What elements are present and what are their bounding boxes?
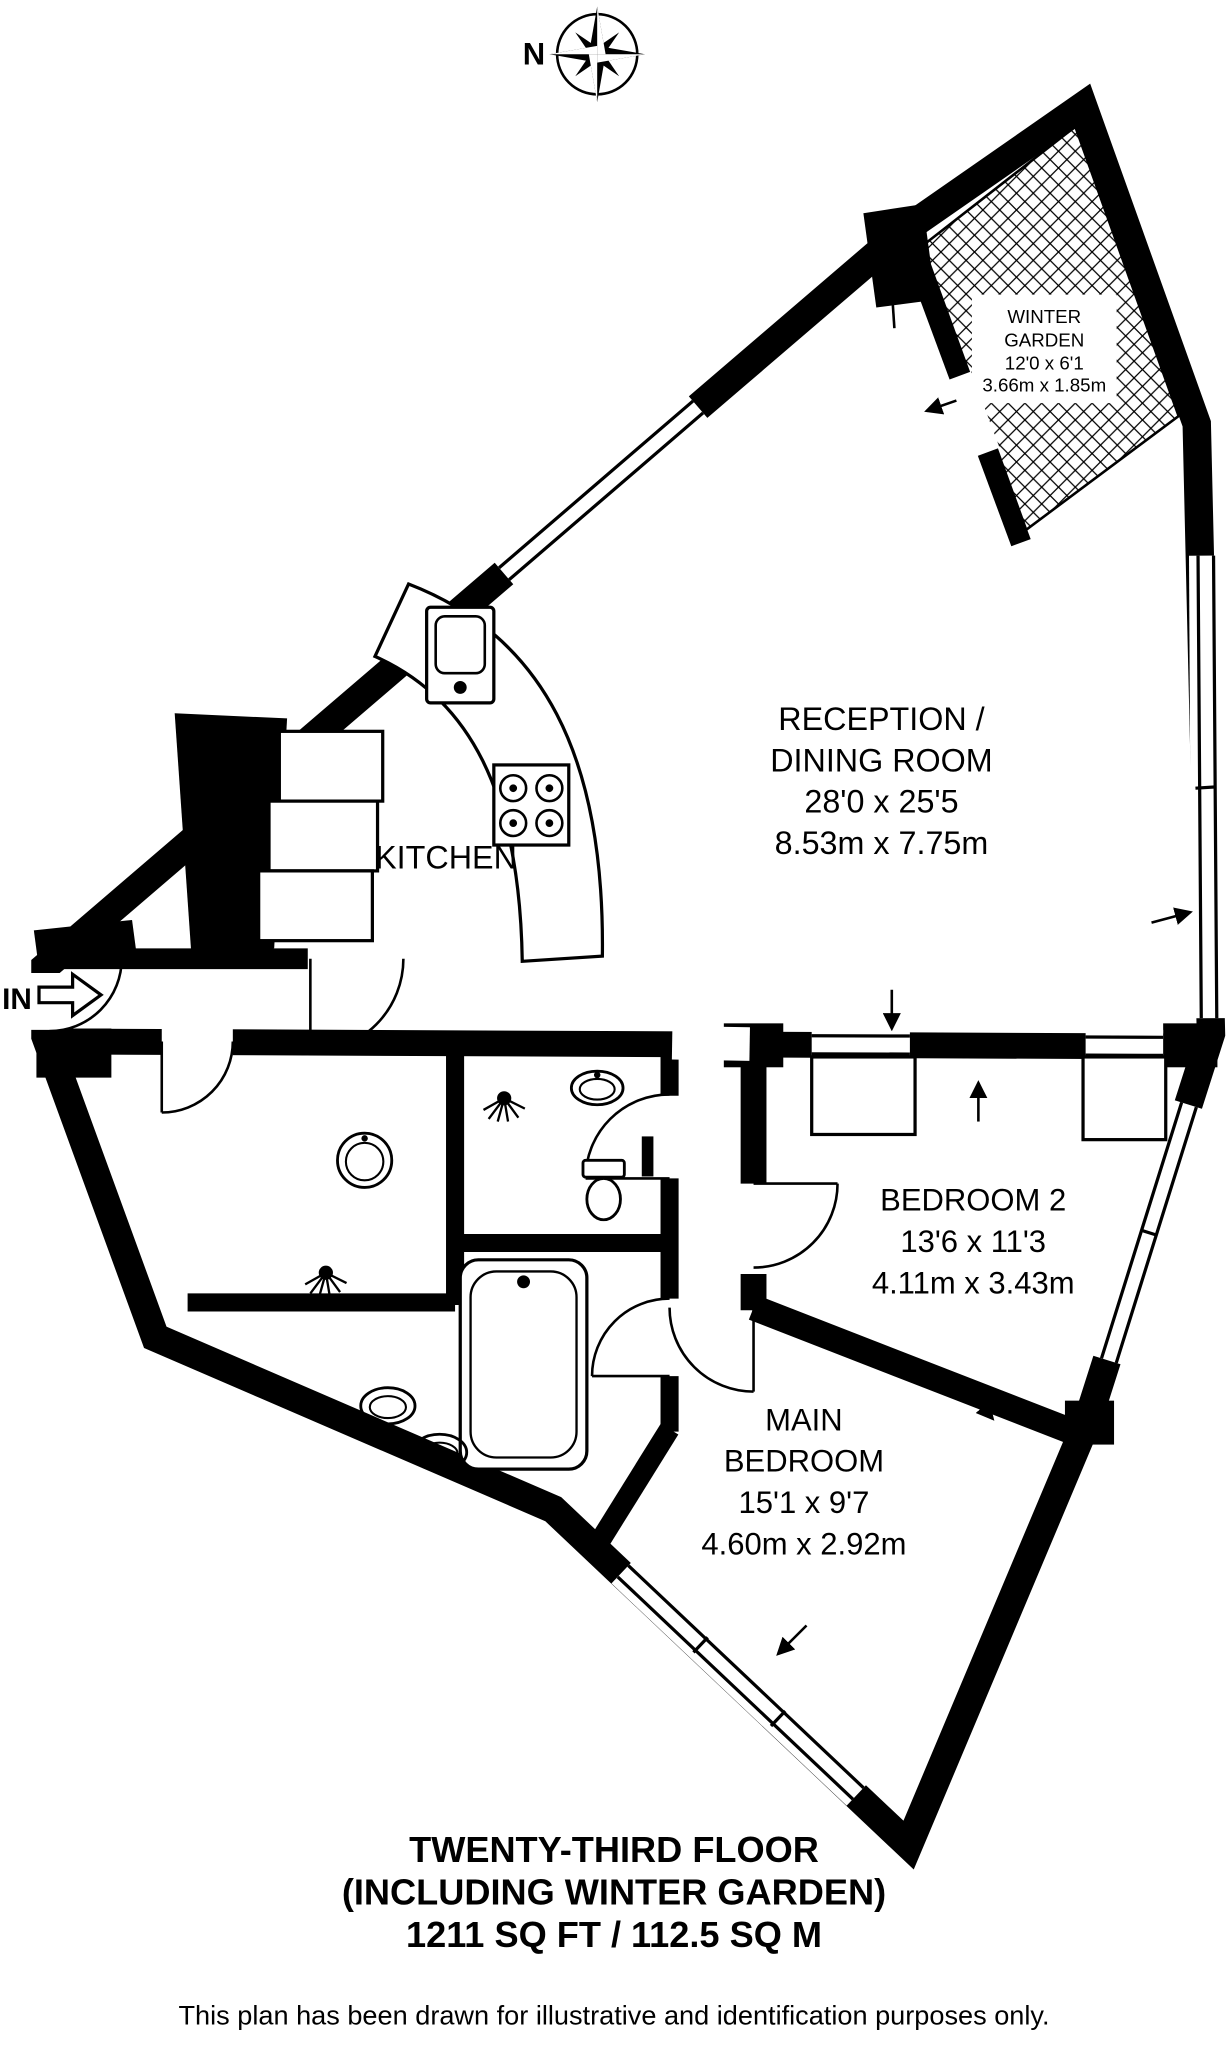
closet-1 (810, 1055, 917, 1137)
bathroom-fixtures (304, 1069, 654, 1472)
door-kitchen (309, 958, 405, 1054)
reception-line-2: DINING ROOM (770, 742, 992, 778)
winter-garden-label-box (971, 294, 1117, 404)
entrance-label: IN (2, 983, 32, 1016)
winter-garden-area (898, 124, 1181, 547)
footer-area: 1211 SQ FT / 112.5 SQ M (406, 1914, 822, 1955)
radiator (641, 1136, 654, 1177)
arrow-bedroom-divider (960, 1381, 995, 1421)
wc-basin-icon (336, 1131, 394, 1189)
wall-ensuite-bedroom (588, 1423, 679, 1551)
room-label-reception: RECEPTION / DINING ROOM 28'0 x 25'5 8.53… (770, 701, 992, 861)
shower-icon (482, 1091, 526, 1122)
door-wc (160, 1041, 235, 1114)
kitchen-fixtures (257, 581, 604, 964)
bedroom2-line-1: BEDROOM 2 (880, 1183, 1066, 1218)
kitchen-hob-icon (492, 763, 571, 847)
room-label-main-bedroom: MAIN BEDROOM 15'1 x 9'7 4.60m x 2.92m (701, 1402, 906, 1561)
main-bedroom-line-2: BEDROOM (724, 1444, 884, 1479)
winter-garden-line-3: 12'0 x 6'1 (1005, 353, 1084, 374)
room-labels: WINTER GARDEN 12'0 x 6'1 3.66m x 1.85m R… (375, 306, 1106, 1561)
dimension-arrows (776, 286, 1193, 1656)
compass-rose: N (523, 6, 646, 103)
entrance: IN (2, 971, 104, 1019)
wall-bedroom-divider (748, 1295, 1091, 1449)
arrow-right-wall (1151, 907, 1193, 925)
winter-garden-line-2: GARDEN (1004, 329, 1084, 350)
main-bedroom-line-1: MAIN (765, 1402, 843, 1437)
toilet-icon (581, 1158, 626, 1222)
footer-floor-subtitle: (INCLUDING WINTER GARDEN) (342, 1872, 886, 1913)
compass-star-icon (549, 6, 646, 103)
main-bedroom-line-3: 15'1 x 9'7 (739, 1485, 870, 1520)
basin-icon (569, 1069, 625, 1107)
window-gap-top-left (493, 394, 709, 587)
window-main-bedroom-mullions (692, 1636, 787, 1728)
room-label-winter-garden: WINTER GARDEN 12'0 x 6'1 3.66m x 1.85m (982, 306, 1106, 395)
footer: TWENTY-THIRD FLOOR (INCLUDING WINTER GAR… (178, 1829, 1049, 2031)
reception-line-3: 28'0 x 25'5 (804, 784, 958, 820)
kitchen-sink-icon (425, 605, 496, 705)
window-top-left (498, 399, 705, 581)
reception-line-1: RECEPTION / (778, 701, 984, 737)
footer-disclaimer: This plan has been drawn for illustrativ… (178, 2000, 1049, 2031)
arrow-winter-garden-2 (883, 286, 902, 329)
bedroom2-line-3: 4.11m x 3.43m (872, 1265, 1075, 1300)
entrance-arrow-icon (37, 971, 104, 1019)
door-bedroom2 (753, 1182, 839, 1269)
window-gap-main-bedroom (611, 1559, 870, 1806)
window-bedroom2-mullion (1141, 1228, 1157, 1237)
wall-main-divider (51, 1028, 1206, 1060)
arrow-bottom-window (776, 1624, 808, 1656)
main-bedroom-line-4: 4.60m x 2.92m (701, 1526, 906, 1561)
room-label-bedroom2: BEDROOM 2 13'6 x 11'3 4.11m x 3.43m (872, 1183, 1075, 1301)
kitchen-line-1: KITCHEN (375, 839, 517, 875)
winter-garden-line-1: WINTER (1007, 306, 1081, 327)
door-ensuite (590, 1297, 670, 1378)
doors (49, 957, 839, 1393)
window-bedroom2-top-1 (811, 1034, 910, 1056)
compass-north-label: N (523, 37, 545, 72)
bedroom2-closets (810, 1055, 1168, 1142)
winter-garden-opening (946, 371, 1000, 457)
double-basin-icon (359, 1386, 469, 1472)
footer-floor-title: TWENTY-THIRD FLOOR (409, 1829, 819, 1870)
wc-shower-icon (304, 1265, 348, 1297)
windows (498, 399, 1219, 1801)
window-right-mullion (1195, 785, 1217, 790)
opening-hall (671, 1025, 750, 1061)
bathtub-icon (458, 1258, 589, 1471)
arrow-winter-garden (924, 397, 957, 415)
reception-line-4: 8.53m x 7.75m (775, 825, 989, 861)
door-entrance (49, 957, 123, 1033)
closet-2 (1081, 1055, 1168, 1142)
winter-garden-line-4: 3.66m x 1.85m (982, 375, 1106, 396)
door-main-bedroom (668, 1307, 755, 1393)
kitchen-cabinets (257, 729, 385, 943)
bedroom2-line-2: 13'6 x 11'3 (900, 1224, 1046, 1259)
window-main-bedroom (616, 1564, 865, 1801)
room-label-kitchen: KITCHEN (375, 839, 517, 875)
